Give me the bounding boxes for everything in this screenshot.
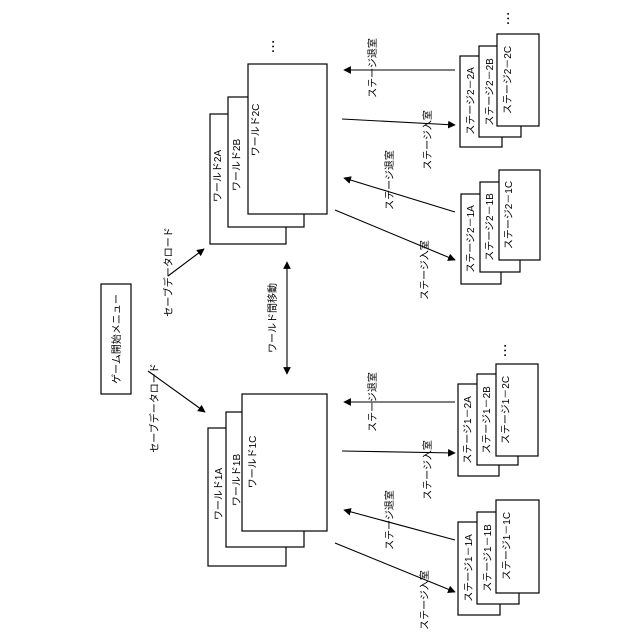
world1b-label: ワールド1B [232,454,243,507]
world1-stack: ワールド1A ワールド1B ワールド1C [208,394,327,566]
stage11-stack: ステージ1－1A ステージ1－1B ステージ1－1C [458,500,539,615]
stage12b-label: ステージ1－2B [482,386,493,454]
stage12a-label: ステージ1－2A [463,396,474,464]
stage22a-label: ステージ2－2A [466,67,477,135]
stage22c-label: ステージ2－2C [503,46,514,114]
world2-ellipsis: … [262,39,278,54]
world2a-label: ワールド2A [213,150,224,203]
world-move-label: ワールド間移動 [266,283,279,353]
world1a-label: ワールド1A [214,468,225,521]
stage21-enter-label: ステージ入室 [418,240,431,300]
stage21-exit-label: ステージ退室 [383,150,396,210]
stage21a-label: ステージ2－1A [466,205,477,273]
world2c-label: ワールド2C [251,104,262,157]
stage12-ellipsis: … [494,343,510,358]
stage22-ellipsis: … [497,11,513,26]
stage11-exit-arrow [344,510,455,540]
world1c-label: ワールド1C [248,436,259,489]
world2b-label: ワールド2B [232,139,243,192]
stage11a-label: ステージ1－1A [464,534,475,602]
stage12c-label: ステージ1－2C [501,376,512,444]
stage21-enter-arrow [335,210,455,260]
game-start-menu: ゲーム開始メニュー [101,284,131,394]
stage22b-label: ステージ2－2B [485,58,496,126]
stage12-exit-label: ステージ退室 [366,372,379,432]
stage21-stack: ステージ2－1A ステージ2－1B ステージ2－1C [461,170,540,284]
stage22-stack: ステージ2－2A ステージ2－2B ステージ2－2C [460,34,539,147]
world2-stack: ワールド2A ワールド2B ワールド2C [210,64,327,244]
stage11c-label: ステージ1－1C [502,512,513,580]
stage11-enter-label: ステージ入室 [418,570,431,630]
stage21b-label: ステージ2－1B [485,193,496,261]
stage22-enter-arrow [342,119,455,125]
stage11b-label: ステージ1－1B [483,524,494,592]
stage12-enter-arrow [342,451,455,453]
game-start-menu-label: ゲーム開始メニュー [110,294,123,384]
save-load-label-bottom: セーブデータロード [148,363,161,452]
stage12-stack: ステージ1－2A ステージ1－2B ステージ1－2C [458,364,538,476]
stage12-enter-label: ステージ入室 [421,440,434,500]
stage22-exit-label: ステージ退室 [366,38,379,98]
stage11-exit-label: ステージ退室 [383,490,396,550]
stage21c-label: ステージ2－1C [504,181,515,249]
save-load-label-top: セーブデータロード [162,227,175,316]
stage22-enter-label: ステージ入室 [421,110,434,170]
stage21-exit-arrow [344,178,455,212]
